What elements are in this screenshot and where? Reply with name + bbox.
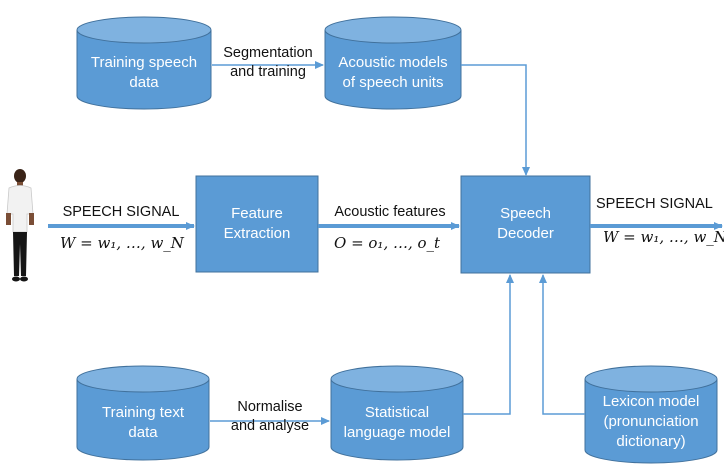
arrow-acoustic-to-decoder [461, 64, 530, 176]
normalise-label: Normalise and analyse [230, 399, 310, 434]
speech-decoder-label: Speech Decoder [497, 205, 554, 242]
acoustic-features-label: Acoustic features [334, 204, 446, 220]
lexicon-model-label: Lexicon model (pronunciation dictionary) [602, 393, 700, 450]
language-model-label: Statistical language model [343, 404, 451, 441]
speech-decoder-box [460, 175, 591, 274]
training-speech-data-cylinder [76, 16, 212, 110]
training-speech-label: Training speech data [90, 54, 198, 91]
arrow-lm-to-decoder [463, 274, 514, 415]
speech-signal-in-math: W = w₁, …, w_N [60, 234, 184, 252]
training-text-label: Training text data [102, 404, 184, 441]
language-model-cylinder [330, 365, 464, 461]
arrow-lexicon-to-decoder [539, 274, 585, 415]
person-standing-icon [6, 169, 34, 282]
acoustic-features-math: O = o₁, …, o_t [334, 234, 441, 252]
speech-signal-out-math: W = w₁, …, w_N [603, 228, 724, 246]
training-text-data-cylinder [76, 365, 210, 461]
segmentation-label: Segmentation and training [223, 45, 313, 80]
speech-signal-in-label: SPEECH SIGNAL [62, 204, 180, 220]
acoustic-models-label: Acoustic models of speech units [338, 54, 448, 91]
feature-extraction-label: Feature Extraction [223, 205, 291, 242]
acoustic-models-cylinder [324, 16, 462, 110]
feature-extraction-box [195, 175, 319, 273]
lexicon-model-cylinder [584, 365, 718, 464]
speech-signal-out-label: SPEECH SIGNAL [596, 196, 713, 212]
